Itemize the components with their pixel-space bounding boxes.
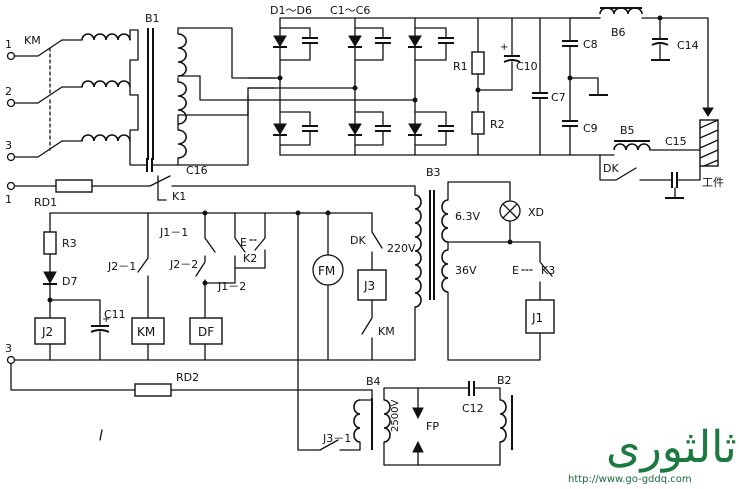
- v220-label: 220V: [387, 242, 416, 255]
- km-contact-label: KM: [24, 34, 41, 47]
- j2-2-label: J2－2: [169, 258, 198, 271]
- d7-label: D7: [62, 275, 77, 288]
- c16-label: C16: [186, 164, 208, 177]
- terminal-2-label: 2: [5, 85, 12, 98]
- output-caps: C8 C9: [562, 17, 608, 156]
- df-branch: J1－1 J2－2 E K2 J1－2 DF: [159, 210, 266, 361]
- dk-top-label: DK: [603, 162, 619, 175]
- c16-capacitor: C16: [129, 140, 208, 177]
- v2500-label: 2500V: [390, 400, 401, 432]
- v63-label: 6.3V: [455, 210, 480, 223]
- stray-mark: [99, 429, 103, 441]
- c15-label: C15: [665, 135, 687, 148]
- rd1-label: RD1: [34, 196, 57, 209]
- c12-label: C12: [462, 402, 484, 415]
- j1-label: J1: [531, 311, 543, 325]
- b3-label: B3: [426, 166, 441, 179]
- k2-label: K2: [243, 252, 257, 265]
- k3-j1-branch: E K3 J1: [509, 241, 555, 334]
- r2-label: R2: [490, 118, 505, 131]
- svg-text:+: +: [102, 314, 110, 325]
- rd2-label: RD2: [176, 371, 199, 384]
- j2-branch: R3 D7 J2 + C11: [34, 212, 301, 361]
- dk-mid-label: DK: [350, 234, 366, 247]
- j2-label: J2: [41, 325, 53, 339]
- workpiece-label: 工件: [702, 176, 724, 189]
- e-k3-label: E: [512, 264, 519, 277]
- b2-label: B2: [497, 374, 512, 387]
- v36-label: 36V: [455, 264, 477, 277]
- k3-label: K3: [541, 264, 555, 277]
- b1-transformer: B1: [81, 12, 276, 166]
- output-chokes: B6 C14 B5 C15 工件 DK: [569, 7, 724, 199]
- j2-1-label: J2－1: [107, 260, 136, 273]
- terminal-1-label: 1: [5, 38, 12, 51]
- b3-transformer: B3 220V 6.3V 36V: [387, 166, 541, 361]
- c11-label: C11: [104, 308, 126, 321]
- high-voltage-section: B4 J3－1 2500V FP C12 B2: [319, 374, 513, 466]
- terminal-3-low-label: 3: [5, 342, 12, 355]
- watermark: ثالثورى http://www.go-gddq.com: [568, 422, 737, 485]
- terminal-3-label: 3: [5, 139, 12, 152]
- j3-branch: DK J3 KM: [350, 212, 395, 361]
- j3-1-label: J3－1: [322, 432, 351, 445]
- c7-label: C7: [551, 91, 566, 104]
- j3-label: J3: [363, 279, 375, 293]
- fm-branch: FM: [295, 210, 373, 451]
- fm-label: FM: [318, 264, 335, 278]
- terminal-1-low-label: 1: [5, 193, 12, 206]
- fp-label: FP: [426, 420, 439, 433]
- watermark-arabic: ثالثورى: [606, 422, 737, 473]
- km-mid-label: KM: [378, 325, 395, 338]
- svg-text:+: +: [500, 42, 508, 53]
- km-main-contacts: KM: [14, 34, 83, 158]
- c1-c6-label: C1～C6: [330, 4, 370, 17]
- b4-label: B4: [366, 375, 381, 388]
- d1-d6-label: D1～D6: [270, 4, 312, 17]
- k1-label: K1: [172, 190, 186, 203]
- j1-1-label: J1－1: [159, 226, 188, 239]
- c9-label: C9: [583, 122, 598, 135]
- b5-label: B5: [620, 124, 635, 137]
- c10-label: C10: [516, 60, 538, 73]
- j1-2-label: J1－2: [217, 280, 246, 293]
- watermark-url: http://www.go-gddq.com: [568, 474, 692, 485]
- c14-label: C14: [677, 39, 699, 52]
- xd-lamp: XD: [499, 200, 544, 245]
- r3-label: R3: [62, 237, 77, 250]
- input-terminals: 1 2 3 1 3: [5, 38, 16, 365]
- rd1-fuse-line: RD1 K1: [14, 175, 416, 209]
- b1-label: B1: [145, 12, 160, 25]
- df-label: DF: [198, 325, 214, 339]
- rectifier-bridge: D1～D6 C1～C6: [199, 4, 601, 156]
- km-coil-branch: J2－1 KM: [107, 212, 165, 361]
- bottom-bus: RD2: [10, 359, 416, 397]
- filter-network: R1 R2 + C10 C7: [453, 17, 566, 156]
- km-box-label: KM: [137, 325, 155, 339]
- b6-label: B6: [611, 26, 626, 39]
- e-k2-label: E: [240, 236, 247, 249]
- xd-label: XD: [528, 206, 544, 219]
- c8-label: C8: [583, 38, 598, 51]
- r1-label: R1: [453, 60, 468, 73]
